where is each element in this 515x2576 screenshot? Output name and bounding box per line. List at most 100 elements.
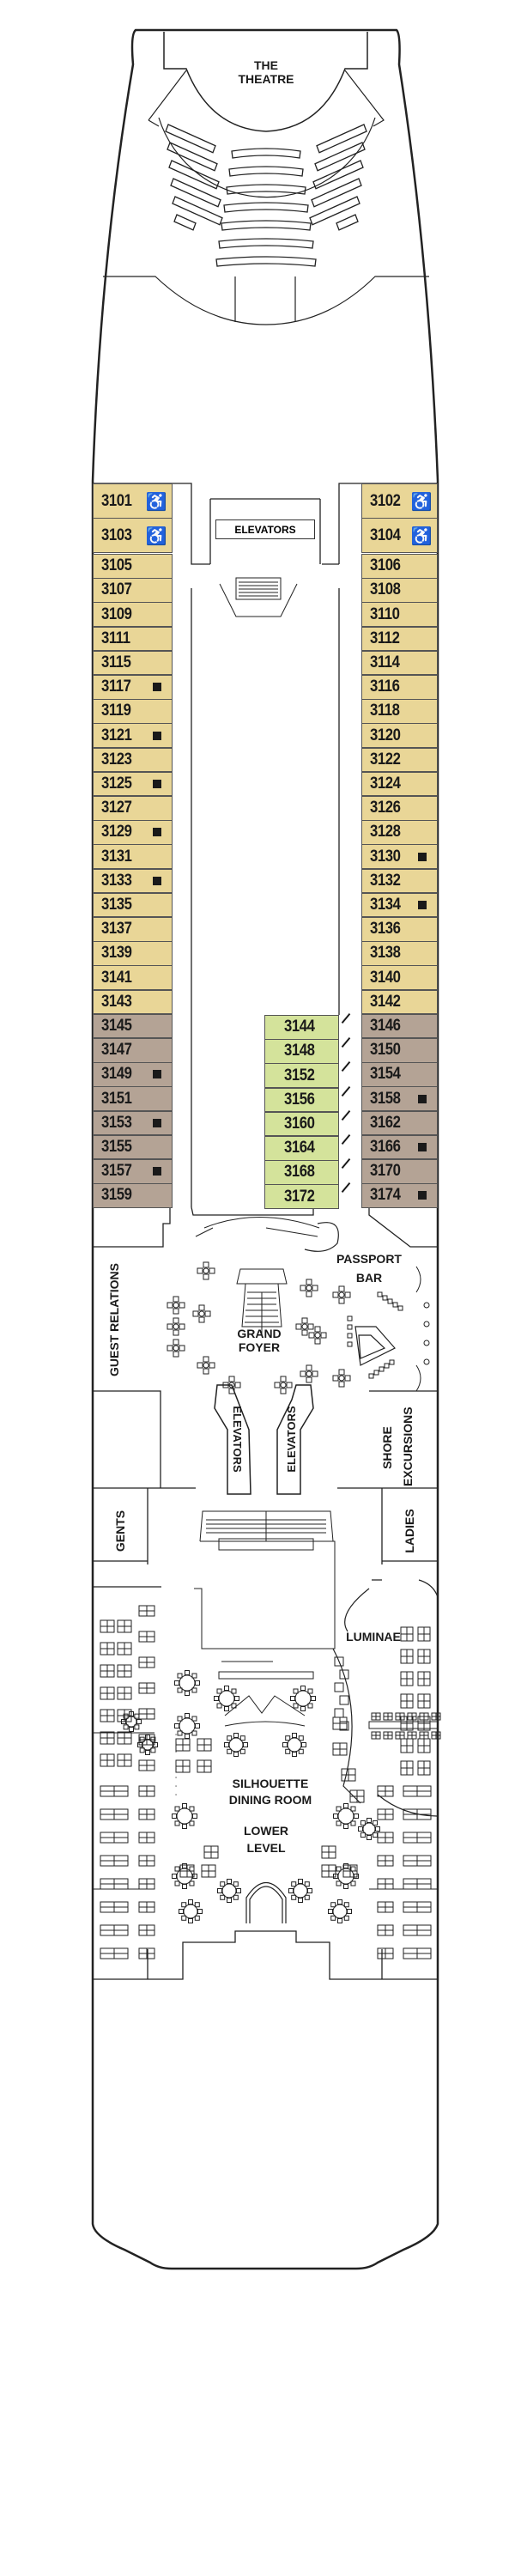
cabin-3123[interactable]: 3123 xyxy=(93,747,173,773)
forward-elevators-label[interactable]: ELEVATORS xyxy=(215,519,315,539)
cabin-3131[interactable]: 3131 xyxy=(93,844,173,869)
cabin-3110[interactable]: 3110 xyxy=(361,602,438,627)
guest-relations-label[interactable]: GUEST RELATIONS xyxy=(107,1263,121,1376)
cabin-number: 3118 xyxy=(370,702,400,720)
cabin-3150[interactable]: 3150 xyxy=(361,1038,438,1063)
cabin-3155[interactable]: 3155 xyxy=(93,1134,173,1160)
cabin-3141[interactable]: 3141 xyxy=(93,965,173,990)
rect-table xyxy=(138,1656,155,1668)
cabin-number: 3153 xyxy=(101,1113,132,1132)
cabin-3124[interactable]: 3124 xyxy=(361,771,438,797)
cabin-3111[interactable]: 3111 xyxy=(93,626,173,652)
cabin-3101[interactable]: 3101♿ xyxy=(93,483,173,519)
cabin-3112[interactable]: 3112 xyxy=(361,626,438,652)
cabin-3121[interactable]: 3121 xyxy=(93,723,173,748)
grand-foyer-label[interactable]: GRAND FOYER xyxy=(237,1327,282,1354)
cabin-3146[interactable]: 3146 xyxy=(361,1013,438,1039)
cabin-3144[interactable]: 3144 xyxy=(264,1012,351,1040)
elevators-mid-right-label[interactable]: ELEVATORS xyxy=(285,1406,298,1473)
cabin-3103[interactable]: 3103♿ xyxy=(93,518,173,553)
cabin-3134[interactable]: 3134 xyxy=(361,892,438,918)
cabin-3115[interactable]: 3115 xyxy=(93,650,173,676)
cabin-3149[interactable]: 3149 xyxy=(93,1062,173,1087)
cabin-number: 3126 xyxy=(370,799,401,817)
cabin-3157[interactable]: 3157 xyxy=(93,1159,173,1184)
cabin-3126[interactable]: 3126 xyxy=(361,796,438,821)
silhouette-dining-room-label[interactable]: SILHOUETTE DINING ROOM xyxy=(228,1777,312,1807)
cabin-3132[interactable]: 3132 xyxy=(361,868,438,894)
cabin-3154[interactable]: 3154 xyxy=(361,1062,438,1087)
theatre-label[interactable]: THE THEATRE xyxy=(238,58,294,86)
cabin-3159[interactable]: 3159 xyxy=(93,1183,173,1208)
cabin-3139[interactable]: 3139 xyxy=(93,941,173,966)
cabin-number: 3123 xyxy=(101,750,132,769)
lower-level-label[interactable]: LOWER LEVEL xyxy=(243,1824,289,1855)
cabin-3156[interactable]: 3156 xyxy=(264,1085,351,1113)
shore-excursions-label[interactable]: SHORE EXCURSIONS xyxy=(380,1406,415,1486)
passport-bar-label[interactable]: PASSPORT BAR xyxy=(336,1252,402,1285)
cabin-number: 3112 xyxy=(370,629,400,647)
cabin-3160[interactable]: 3160 xyxy=(264,1109,351,1137)
cabin-3140[interactable]: 3140 xyxy=(361,965,438,990)
cabin-number: 3104 xyxy=(370,526,401,544)
cabin-3127[interactable]: 3127 xyxy=(93,796,173,821)
cabin-3107[interactable]: 3107 xyxy=(93,578,173,603)
cabin-3174[interactable]: 3174 xyxy=(361,1183,438,1208)
rect-table xyxy=(138,1808,155,1820)
gents-label[interactable]: GENTS xyxy=(113,1510,127,1552)
cabin-3148[interactable]: 3148 xyxy=(264,1037,351,1064)
cabin-3158[interactable]: 3158 xyxy=(361,1086,438,1111)
cabin-3172[interactable]: 3172 xyxy=(264,1182,351,1209)
rect-table xyxy=(197,1738,212,1752)
cabin-number: 3148 xyxy=(284,1042,315,1060)
elevators-mid-left-label[interactable]: ELEVATORS xyxy=(231,1406,244,1473)
cabin-3117[interactable]: 3117 xyxy=(93,675,173,700)
cabin-3162[interactable]: 3162 xyxy=(361,1110,438,1136)
cabin-3108[interactable]: 3108 xyxy=(361,578,438,603)
cabin-3122[interactable]: 3122 xyxy=(361,747,438,773)
cabin-3125[interactable]: 3125 xyxy=(93,771,173,797)
cabin-3153[interactable]: 3153 xyxy=(93,1110,173,1136)
cabin-3170[interactable]: 3170 xyxy=(361,1159,438,1184)
cabin-3168[interactable]: 3168 xyxy=(264,1158,351,1185)
rect-table xyxy=(138,1855,155,1867)
cabin-3151[interactable]: 3151 xyxy=(93,1086,173,1111)
cabin-3105[interactable]: 3105 xyxy=(93,554,173,579)
cabin-3145[interactable]: 3145 xyxy=(93,1013,173,1039)
seat-row xyxy=(309,196,360,226)
cabin-3137[interactable]: 3137 xyxy=(93,917,173,942)
cabin-3133[interactable]: 3133 xyxy=(93,868,173,894)
rect-table xyxy=(419,1712,429,1721)
cabin-3104[interactable]: 3104♿ xyxy=(361,518,438,553)
cabin-number: 3166 xyxy=(370,1138,401,1157)
rect-table xyxy=(383,1712,393,1721)
cabin-3143[interactable]: 3143 xyxy=(93,989,173,1015)
cabin-3136[interactable]: 3136 xyxy=(361,917,438,942)
cabin-3152[interactable]: 3152 xyxy=(264,1061,351,1088)
cabin-3129[interactable]: 3129 xyxy=(93,820,173,845)
cabin-3138[interactable]: 3138 xyxy=(361,941,438,966)
cabin-3102[interactable]: 3102♿ xyxy=(361,483,438,519)
cabin-3118[interactable]: 3118 xyxy=(361,699,438,724)
cabin-3120[interactable]: 3120 xyxy=(361,723,438,748)
cabin-3166[interactable]: 3166 xyxy=(361,1134,438,1160)
rect-table xyxy=(403,1924,432,1936)
dining-arch xyxy=(245,1882,287,1923)
cabin-3130[interactable]: 3130 xyxy=(361,844,438,869)
cabin-3116[interactable]: 3116 xyxy=(361,675,438,700)
cabin-3135[interactable]: 3135 xyxy=(93,892,173,918)
ladies-label[interactable]: LADIES xyxy=(403,1509,416,1553)
cabin-3114[interactable]: 3114 xyxy=(361,650,438,676)
rect-table xyxy=(332,1742,348,1756)
cabin-number: 3138 xyxy=(370,944,401,963)
cabin-3106[interactable]: 3106 xyxy=(361,554,438,579)
cabin-3119[interactable]: 3119 xyxy=(93,699,173,724)
rect-table xyxy=(371,1712,381,1721)
cabin-3147[interactable]: 3147 xyxy=(93,1038,173,1063)
cabin-3128[interactable]: 3128 xyxy=(361,820,438,845)
cabin-3164[interactable]: 3164 xyxy=(264,1133,351,1161)
luminae-label[interactable]: LUMINAE xyxy=(346,1630,401,1643)
cabin-3109[interactable]: 3109 xyxy=(93,602,173,627)
seat-row xyxy=(173,214,197,231)
cabin-3142[interactable]: 3142 xyxy=(361,989,438,1015)
